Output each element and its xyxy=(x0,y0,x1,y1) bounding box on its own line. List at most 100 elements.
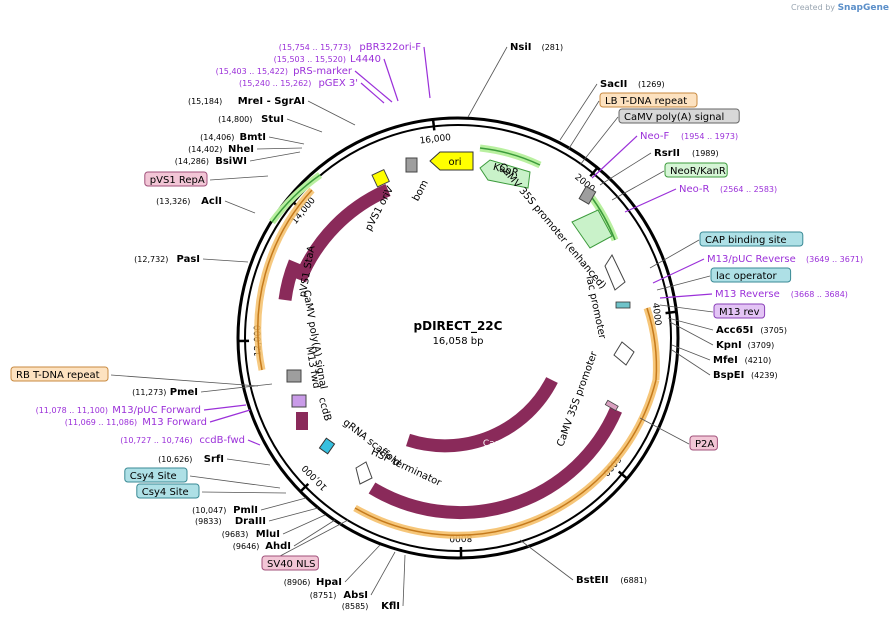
site-connector-line xyxy=(567,100,600,151)
site-connector-line xyxy=(260,497,307,511)
feature-box xyxy=(664,162,728,178)
enzyme-position: (12,732) xyxy=(134,255,168,264)
site-label-ccdb-fwd[interactable]: (10,727 .. 10,746) ccdB-fwd xyxy=(120,435,245,446)
site-label-rb-t-dna-repeat[interactable]: RB T-DNA repeat xyxy=(10,366,109,382)
site-label-pvs1-repa[interactable]: pVS1 RepA xyxy=(144,171,208,187)
site-label-pbr322ori-f[interactable]: (15,754 .. 15,773)pBR322ori-F xyxy=(279,42,421,53)
enzyme-position: (281) xyxy=(542,43,564,52)
enzyme-name: PmeI xyxy=(170,387,198,398)
site-label-m13-puc-forward[interactable]: (11,078 .. 11,100)M13/pUC Forward xyxy=(36,405,201,416)
grna-scaffold-marker xyxy=(318,437,336,455)
feature-box-label: M13 rev xyxy=(719,307,760,318)
site-label-m13-rev[interactable]: M13 rev xyxy=(713,303,766,319)
hsp-terminator-arrow xyxy=(355,461,373,485)
enzyme-name: Acc65I xyxy=(716,325,753,336)
primer-range: (10,727 .. 10,746) xyxy=(120,436,192,445)
site-connector-line xyxy=(200,383,273,393)
site-label-neor-kanr[interactable]: NeoR/KanR xyxy=(664,162,728,178)
site-label-neo-f[interactable]: Neo-F(1954 .. 1973) xyxy=(640,131,738,142)
enzyme-name: PmlI xyxy=(233,505,258,516)
site-label-nsii[interactable]: NsiI(281) xyxy=(510,42,563,53)
site-label-ahdi[interactable]: (9646)AhdI xyxy=(233,541,291,552)
primer-name: Neo-F xyxy=(640,131,670,142)
site-label-csy4-site[interactable]: Csy4 Site xyxy=(124,467,188,483)
site-label-hpai[interactable]: (8906)HpaI xyxy=(284,577,342,588)
site-connector-line xyxy=(344,544,381,583)
plasmid-name: pDIRECT_22C xyxy=(414,319,503,334)
plasmid-length: 16,058 bp xyxy=(433,336,484,347)
enzyme-position: (4210) xyxy=(745,356,772,365)
backbone-inner-circle xyxy=(244,124,672,552)
feature-box-label: Csy4 Site xyxy=(142,487,189,498)
ring-tick xyxy=(617,470,628,480)
site-label-pasi[interactable]: (12,732)PasI xyxy=(134,254,200,265)
site-label-rsrii[interactable]: RsrII(1989) xyxy=(654,148,719,159)
enzyme-name: KpnI xyxy=(716,340,742,351)
site-label-p2a[interactable]: P2A xyxy=(689,435,718,451)
site-label-kpni[interactable]: KpnI(3709) xyxy=(716,340,774,351)
site-label-sv40-nls[interactable]: SV40 NLS xyxy=(261,555,319,571)
pvs1-staa-arc xyxy=(278,259,302,301)
site-label-absi[interactable]: (8751)AbsI xyxy=(310,590,368,601)
site-connector-line xyxy=(282,514,326,535)
feature-box-label: lac operator xyxy=(716,271,777,282)
site-label-pmli[interactable]: (10,047)PmlI xyxy=(192,505,258,516)
site-label-lb-t-dna-repeat[interactable]: LB T-DNA repeat xyxy=(599,92,698,108)
site-label-csy4-site[interactable]: Csy4 Site xyxy=(136,483,200,499)
site-label-bmti[interactable]: (14,406) BmtI xyxy=(200,132,266,143)
site-label-l4440[interactable]: (15,503 .. 15,520)L4440 xyxy=(274,54,381,65)
site-label-pmei[interactable]: (11,273)PmeI xyxy=(132,387,198,398)
site-label-bsteii[interactable]: BstEII(6881) xyxy=(576,575,647,586)
site-connector-line xyxy=(224,200,256,214)
enzyme-position: (14,406) xyxy=(200,133,234,142)
site-connector-line xyxy=(189,475,281,489)
site-connector-line xyxy=(110,374,259,387)
site-label-bspei[interactable]: BspEI(4239) xyxy=(713,370,778,381)
site-label-m13-reverse[interactable]: M13 Reverse(3668 .. 3684) xyxy=(715,289,848,300)
site-connector-line xyxy=(467,46,508,118)
site-label-neo-r[interactable]: Neo-R(2564 .. 2583) xyxy=(679,184,777,195)
site-connector-line xyxy=(268,136,305,145)
feature-box-label: LB T-DNA repeat xyxy=(605,96,687,107)
primer-range: (3668 .. 3684) xyxy=(791,290,848,299)
site-label-sacii[interactable]: SacII(1269) xyxy=(600,79,665,90)
primer-range: (3649 .. 3671) xyxy=(806,255,863,264)
primer-range: (15,240 .. 15,262) xyxy=(239,79,311,88)
site-label-nhei[interactable]: (14,402)NheI xyxy=(188,144,254,155)
site-label-mrei-sgrai[interactable]: (15,184)MreI - SgrAI xyxy=(188,96,305,107)
site-label-stui[interactable]: (14,800)StuI xyxy=(218,114,284,125)
site-connector-line xyxy=(256,147,303,150)
site-label-m13-puc-reverse[interactable]: M13/pUC Reverse(3649 .. 3671) xyxy=(707,254,863,265)
site-label-cap-binding-site[interactable]: CAP binding site xyxy=(699,231,804,247)
lac-operator-marker xyxy=(615,301,631,309)
site-connector-line xyxy=(360,82,385,104)
site-label-pgex-3-[interactable]: (15,240 .. 15,262)pGEX 3' xyxy=(239,78,358,89)
enzyme-position: (14,402) xyxy=(188,145,222,154)
site-label-prs-marker[interactable]: (15,403 .. 15,422)pRS-marker xyxy=(216,66,353,77)
site-connector-line xyxy=(591,135,638,179)
feature-box xyxy=(124,467,188,483)
site-label-mlui[interactable]: (9683)MluI xyxy=(222,529,280,540)
enzyme-name: BmtI xyxy=(239,132,266,143)
cas9-arc-outer xyxy=(368,407,622,519)
primer-range: (2564 .. 2583) xyxy=(720,185,777,194)
site-label-srfi[interactable]: (10,626)SrfI xyxy=(158,454,224,465)
site-label-acli[interactable]: (13,326)AclI xyxy=(156,196,222,207)
site-label-mfei[interactable]: MfeI(4210) xyxy=(713,355,771,366)
credit-prefix: Created by xyxy=(791,3,836,12)
primer-name: ccdB-fwd xyxy=(199,435,245,446)
pvs1-repa-arc xyxy=(293,184,391,283)
site-label-bsiwi[interactable]: (14,286)BsiWI xyxy=(175,156,247,167)
site-connector-line xyxy=(354,70,393,103)
site-label-camv-poly-a-signal[interactable]: CaMV poly(A) signal xyxy=(618,108,740,124)
site-connector-line xyxy=(667,317,714,331)
feature-box-label: RB T-DNA repeat xyxy=(16,370,100,381)
green-arc-left-line xyxy=(271,174,321,223)
site-label-acc65i[interactable]: Acc65I(3705) xyxy=(716,325,787,336)
enzyme-name: AclI xyxy=(201,196,222,207)
site-label-m13-forward[interactable]: (11,069 .. 11,086)M13 Forward xyxy=(65,417,207,428)
site-label-kfli[interactable]: (8585)KflI xyxy=(342,601,400,612)
site-label-draiii[interactable]: (9833)DraIII xyxy=(195,516,266,527)
site-label-lac-operator[interactable]: lac operator xyxy=(710,267,792,283)
enzyme-position: (8585) xyxy=(342,602,369,611)
